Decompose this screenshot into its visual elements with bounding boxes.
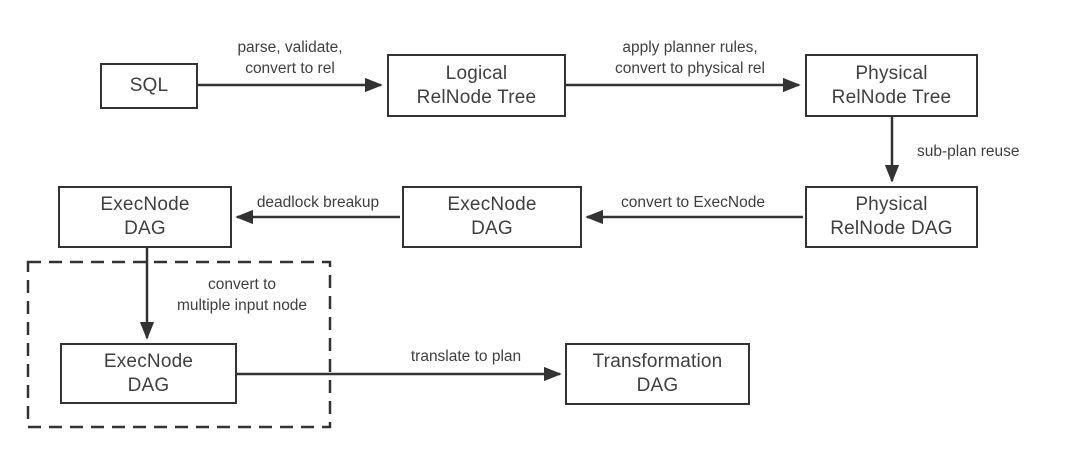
- edge-label-parse-validate: parse, validate, convert to rel: [237, 39, 343, 77]
- node-logical-relnode-tree: Logical RelNode Tree: [387, 54, 566, 117]
- node-execnode-dag-breakup: ExecNode DAG: [58, 186, 232, 248]
- edge-label-subplan-reuse: sub-plan reuse: [917, 143, 1020, 160]
- edge-label-deadlock-breakup: deadlock breakup: [256, 194, 380, 211]
- edge-label-apply-planner-rules: apply planner rules, convert to physical…: [615, 39, 765, 77]
- node-sql: SQL: [100, 63, 198, 109]
- node-execnode-dag-converted: ExecNode DAG: [402, 186, 582, 248]
- edge-label-convert-multiple-input: convert to multiple input node: [176, 276, 308, 314]
- edge-label-convert-to-execnode: convert to ExecNode: [621, 194, 765, 211]
- dashed-group-box: [26, 260, 332, 429]
- node-transformation-dag: Transformation DAG: [565, 343, 750, 405]
- node-physical-relnode-dag: Physical RelNode DAG: [805, 186, 978, 248]
- edge-label-translate-to-plan: translate to plan: [410, 348, 522, 365]
- node-execnode-dag-multi-input: ExecNode DAG: [60, 343, 237, 404]
- node-physical-relnode-tree: Physical RelNode Tree: [805, 54, 978, 117]
